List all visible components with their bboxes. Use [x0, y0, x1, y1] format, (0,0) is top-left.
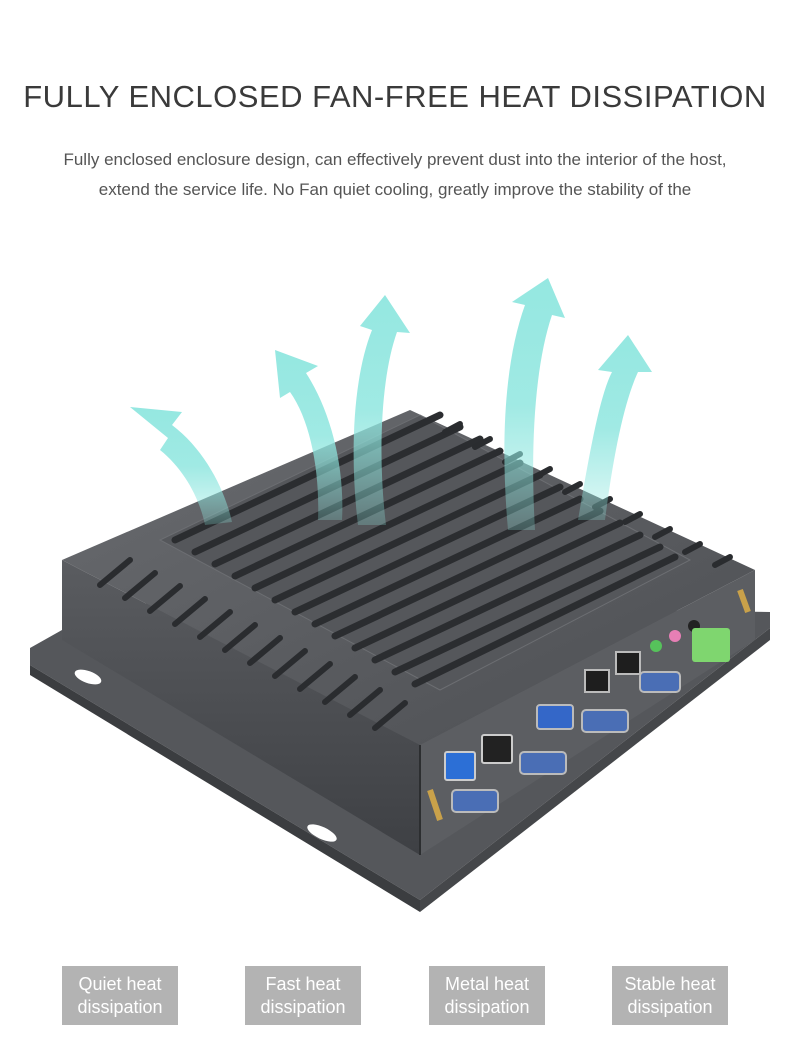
usb-port-blue	[444, 751, 476, 781]
feature-fast-heat: Fast heat dissipation	[245, 966, 361, 1025]
heat-arrow-1	[130, 407, 232, 525]
lan-port-1	[584, 669, 610, 693]
lan-port-2	[615, 651, 641, 675]
antenna-left	[427, 789, 443, 821]
com-port-2	[519, 751, 567, 775]
feature-metal-heat: Metal heat dissipation	[429, 966, 545, 1025]
usb-port-black	[481, 734, 513, 764]
heat-arrow-3	[353, 295, 410, 525]
audio-jack-green	[650, 640, 662, 652]
feature-stable-heat: Stable heat dissipation	[612, 966, 728, 1025]
mounting-hole-bottom	[307, 824, 337, 842]
antenna-right	[737, 588, 751, 614]
heat-arrow-2	[275, 350, 343, 520]
audio-jack-pink	[669, 630, 681, 642]
heat-arrow-4	[504, 278, 565, 530]
mounting-hole-left	[74, 669, 102, 685]
feature-quiet-heat: Quiet heat dissipation	[62, 966, 178, 1025]
com-port-4	[639, 671, 681, 693]
chassis	[62, 410, 755, 855]
page-title: FULLY ENCLOSED FAN-FREE HEAT DISSIPATION	[23, 78, 767, 114]
heat-flow-arrows	[130, 278, 652, 530]
heat-arrow-5	[578, 335, 652, 520]
io-ports	[427, 588, 751, 821]
feature-badges: Quiet heat dissipation Fast heat dissipa…	[0, 966, 790, 1026]
side-fins	[97, 557, 408, 731]
description-text: Fully enclosed enclosure design, can eff…	[63, 150, 727, 199]
fanless-pc-illustration	[30, 278, 770, 912]
com-port-3	[581, 709, 629, 733]
vga-port	[536, 704, 574, 730]
power-terminal	[692, 628, 730, 662]
com-port-1	[451, 789, 499, 813]
